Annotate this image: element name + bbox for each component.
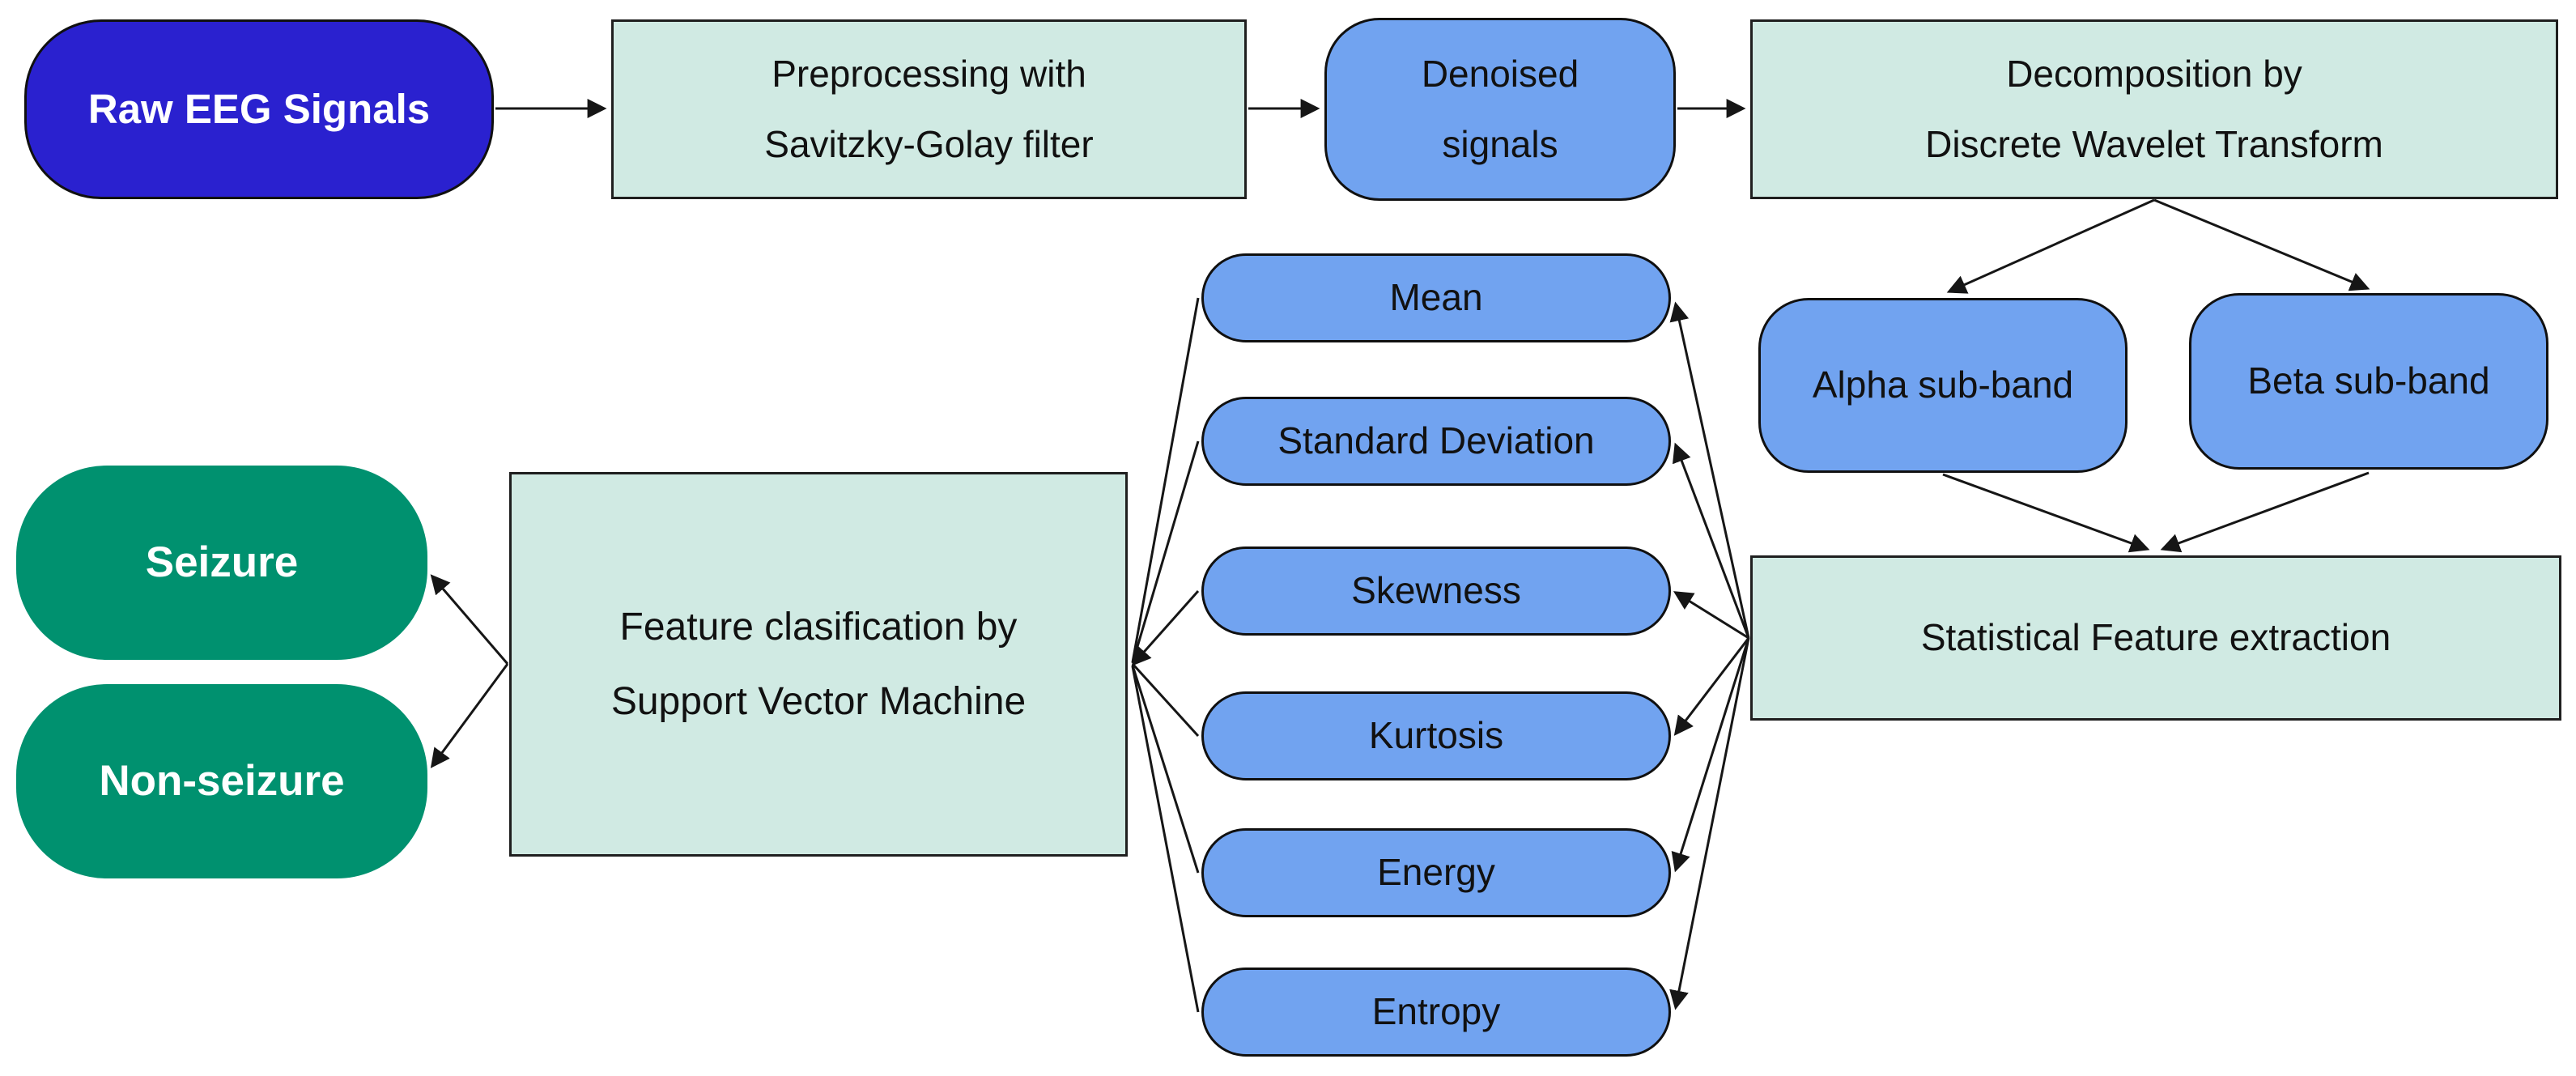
preprocessing-label: Preprocessing with Savitzky-Golay filter xyxy=(764,39,1093,181)
node-seizure: Seizure xyxy=(16,466,427,660)
connector-beta-to-statistical xyxy=(2160,471,2370,553)
feature-standard-deviation-label: Standard Deviation xyxy=(1277,419,1595,462)
connector-statistical-to-kurtosis xyxy=(1673,637,1750,736)
feature-entropy-label: Entropy xyxy=(1371,990,1501,1033)
connector-standard-deviation-to-svm xyxy=(1131,440,1200,664)
svm-label: Feature clasification by Support Vector … xyxy=(611,590,1026,738)
non-seizure-label: Non-seizure xyxy=(99,756,345,805)
node-feature-energy: Energy xyxy=(1201,828,1671,917)
feature-skewness-label: Skewness xyxy=(1351,569,1521,612)
connector-decomposition-to-beta xyxy=(2153,198,2370,291)
feature-energy-label: Energy xyxy=(1377,851,1495,894)
node-feature-kurtosis: Kurtosis xyxy=(1201,691,1671,780)
connector-entropy-to-svm xyxy=(1131,666,1200,1013)
connector-mean-to-svm xyxy=(1131,297,1200,663)
node-svm-classification: Feature clasification by Support Vector … xyxy=(509,472,1128,857)
svm-label-line2: Support Vector Machine xyxy=(610,679,1027,723)
node-feature-skewness: Skewness xyxy=(1201,547,1671,636)
connector-statistical-to-entropy xyxy=(1669,637,1750,1010)
statistical-feature-extraction-label: Statistical Feature extraction xyxy=(1920,616,2391,659)
decomposition-label-line2: Discrete Wavelet Transform xyxy=(1925,123,2383,165)
node-statistical-feature-extraction: Statistical Feature extraction xyxy=(1750,555,2561,721)
decomposition-label-line1: Decomposition by xyxy=(2006,52,2302,95)
node-feature-mean: Mean xyxy=(1201,253,1671,342)
denoised-label-line2: signals xyxy=(1442,123,1558,165)
node-preprocessing: Preprocessing with Savitzky-Golay filter xyxy=(611,19,1247,199)
node-non-seizure: Non-seizure xyxy=(16,684,427,878)
connector-decomposition-to-alpha xyxy=(1946,198,2155,294)
connector-alpha-to-statistical xyxy=(1942,473,2150,553)
connector-energy-to-svm xyxy=(1131,665,1200,874)
denoised-signals-label: Denoised signals xyxy=(1422,39,1579,181)
node-alpha-subband: Alpha sub-band xyxy=(1758,298,2128,473)
node-raw-eeg-signals: Raw EEG Signals xyxy=(24,19,494,199)
node-feature-entropy: Entropy xyxy=(1201,968,1671,1057)
node-decomposition-dwt: Decomposition by Discrete Wavelet Transf… xyxy=(1750,19,2558,199)
connector-statistical-to-energy xyxy=(1671,637,1750,873)
preprocessing-label-line2: Savitzky-Golay filter xyxy=(764,123,1094,165)
decomposition-label: Decomposition by Discrete Wavelet Transf… xyxy=(1925,39,2383,181)
connector-svm-to-seizure xyxy=(430,574,509,665)
raw-eeg-signals-label: Raw EEG Signals xyxy=(87,85,431,132)
node-feature-standard-deviation: Standard Deviation xyxy=(1201,397,1671,486)
seizure-label: Seizure xyxy=(145,538,299,586)
connector-statistical-to-skewness xyxy=(1673,591,1749,640)
denoised-label-line1: Denoised xyxy=(1421,52,1579,95)
connector-statistical-to-mean xyxy=(1669,301,1750,639)
preprocessing-label-line1: Preprocessing with xyxy=(772,52,1086,95)
svm-label-line1: Feature clasification by xyxy=(619,606,1018,649)
node-beta-subband: Beta sub-band xyxy=(2189,293,2548,470)
alpha-subband-label: Alpha sub-band xyxy=(1812,364,2074,406)
connector-skewness-to-svm xyxy=(1131,590,1200,666)
connector-svm-to-non-seizure xyxy=(430,663,509,768)
feature-kurtosis-label: Kurtosis xyxy=(1368,714,1504,757)
feature-mean-label: Mean xyxy=(1389,276,1483,319)
beta-subband-label: Beta sub-band xyxy=(2247,359,2490,402)
node-denoised-signals: Denoised signals xyxy=(1324,18,1676,201)
connector-kurtosis-to-svm xyxy=(1132,663,1200,738)
connector-statistical-to-standard-deviation xyxy=(1672,442,1750,639)
